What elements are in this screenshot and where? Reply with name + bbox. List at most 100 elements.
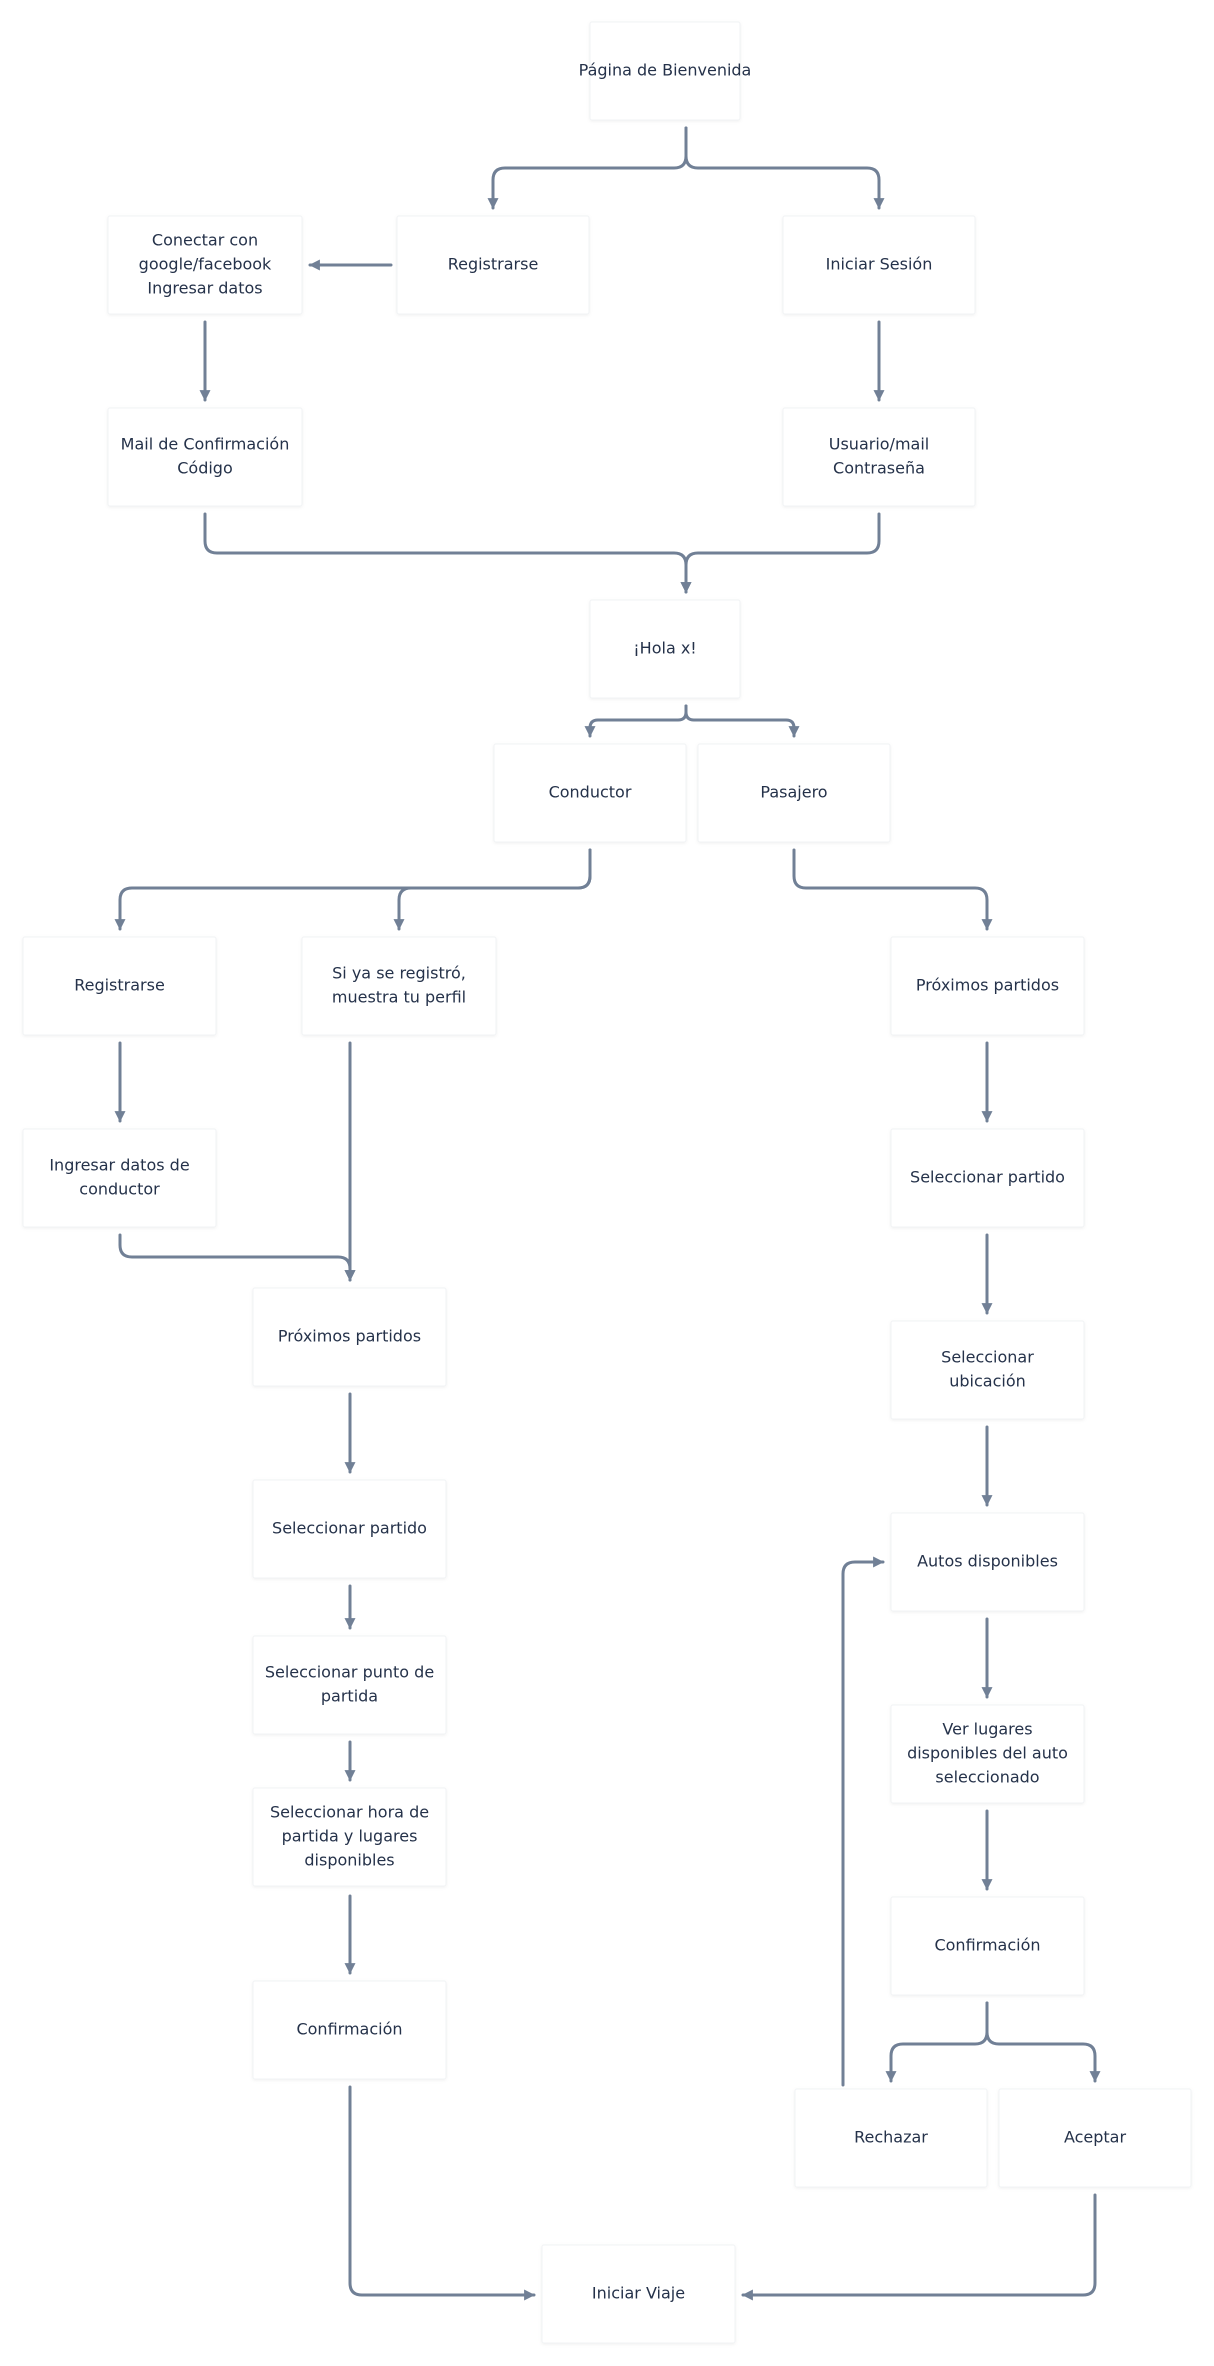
node-label: Ingresar datos: [147, 279, 262, 298]
node-label: Usuario/mail: [829, 435, 929, 454]
node-label: Seleccionar hora de: [270, 1803, 429, 1822]
node-punto-partida: Seleccionar punto de partida: [252, 1635, 447, 1735]
node-label: Código: [177, 459, 233, 478]
edge-ingresar-datos-conductor-to-proximos-conductor: [118, 1233, 356, 1282]
node-label: ubicación: [949, 1372, 1026, 1391]
edge-confirmacion-pasajero-to-rechazar: [885, 2001, 989, 2083]
node-rechazar: Rechazar: [794, 2088, 988, 2188]
node-label: Seleccionar: [941, 1348, 1034, 1367]
node-label: Próximos partidos: [916, 976, 1059, 995]
node-box: [589, 21, 741, 121]
node-label: Iniciar Viaje: [592, 2284, 685, 2303]
node-box: [301, 936, 497, 1036]
node-label: Seleccionar partido: [272, 1519, 427, 1538]
node-label: muestra tu perfil: [332, 988, 466, 1007]
node-label: Seleccionar partido: [910, 1168, 1065, 1187]
node-box: [890, 1512, 1085, 1612]
node-box: [782, 407, 976, 507]
edge-pasajero-to-proximos-pasajero: [792, 848, 993, 931]
node-label: Confirmación: [296, 2020, 402, 2039]
node-box: [252, 1980, 447, 2080]
node-box: [890, 936, 1085, 1036]
node-box: [890, 1320, 1085, 1420]
node-pasajero: Pasajero: [697, 743, 891, 843]
node-autos-disponibles: Autos disponibles: [890, 1512, 1085, 1612]
node-bienvenida: Página de Bienvenida: [579, 21, 752, 121]
node-box: [890, 1704, 1085, 1804]
node-seleccionar-partido-pasajero: Seleccionar partido: [890, 1128, 1085, 1228]
node-label: partida y lugares: [282, 1827, 418, 1846]
node-box: [396, 215, 590, 315]
node-seleccionar-ubicacion: Seleccionar ubicación: [890, 1320, 1085, 1420]
node-box: [107, 215, 303, 315]
edge-usuario-mail-to-hola: [680, 512, 881, 594]
node-ingresar-datos-conductor: Ingresar datos de conductor: [22, 1128, 217, 1228]
edge-confirmacion-conductor-to-iniciar-viaje: [348, 2085, 536, 2301]
node-iniciar-viaje: Iniciar Viaje: [541, 2244, 736, 2344]
node-proximos-pasajero: Próximos partidos: [890, 936, 1085, 1036]
node-label: disponibles: [304, 1851, 394, 1870]
edge-bienvenida-to-registrarse-top: [487, 126, 688, 210]
node-hola: ¡Hola x!: [589, 599, 741, 699]
node-label: google/facebook: [139, 255, 272, 274]
node-perfil: Si ya se registró, muestra tu perfil: [301, 936, 497, 1036]
node-seleccionar-partido-conductor: Seleccionar partido: [252, 1479, 447, 1579]
node-label: Autos disponibles: [917, 1552, 1058, 1571]
node-box: [794, 2088, 988, 2188]
node-label: Página de Bienvenida: [579, 61, 752, 80]
node-label: seleccionado: [935, 1768, 1039, 1787]
node-label: Registrarse: [74, 976, 165, 995]
node-box: [22, 936, 217, 1036]
node-label: Seleccionar punto de: [265, 1663, 434, 1682]
node-label: Contraseña: [833, 459, 925, 478]
edge-rechazar-to-autos-disponibles: [841, 1556, 885, 2087]
node-label: Aceptar: [1064, 2128, 1127, 2147]
node-label: Si ya se registró,: [332, 964, 466, 983]
node-label: disponibles del auto: [907, 1744, 1068, 1763]
node-box: [589, 599, 741, 699]
node-box: [541, 2244, 736, 2344]
node-label: Ingresar datos de: [49, 1156, 189, 1175]
node-confirmacion-pasajero: Confirmación: [890, 1896, 1085, 1996]
node-label: Rechazar: [854, 2128, 928, 2147]
node-label: Mail de Confirmación: [121, 435, 290, 454]
node-label: Pasajero: [760, 783, 827, 802]
node-label: Conectar con: [152, 231, 258, 250]
edges: [114, 126, 1101, 2301]
node-label: Próximos partidos: [278, 1327, 421, 1346]
node-iniciar-sesion: Iniciar Sesión: [782, 215, 976, 315]
node-label: partida: [321, 1687, 378, 1706]
node-box: [22, 1128, 217, 1228]
node-box: [998, 2088, 1192, 2188]
node-aceptar: Aceptar: [998, 2088, 1192, 2188]
edge-hola-to-pasajero: [684, 704, 800, 738]
node-label: ¡Hola x!: [633, 639, 696, 658]
edge-mail-confirmacion-to-hola: [203, 512, 692, 594]
edge-confirmacion-pasajero-to-aceptar: [985, 2001, 1101, 2083]
node-conductor: Conductor: [493, 743, 687, 843]
node-registrarse-top: Registrarse: [396, 215, 590, 315]
node-box: [493, 743, 687, 843]
node-label: Registrarse: [448, 255, 539, 274]
node-label: conductor: [79, 1180, 160, 1199]
node-registrarse-conductor: Registrarse: [22, 936, 217, 1036]
edge-aceptar-to-iniciar-viaje: [741, 2193, 1097, 2301]
node-ver-lugares: Ver lugares disponibles del auto seleccion…: [890, 1704, 1085, 1804]
node-box: [252, 1479, 447, 1579]
node-label: Ver lugares: [942, 1720, 1032, 1739]
node-box: [890, 1128, 1085, 1228]
node-box: [252, 1787, 447, 1887]
node-box: [697, 743, 891, 843]
node-box: [782, 215, 976, 315]
node-label: Conductor: [549, 783, 632, 802]
node-confirmacion-conductor: Confirmación: [252, 1980, 447, 2080]
node-box: [252, 1635, 447, 1735]
node-label: Iniciar Sesión: [826, 255, 933, 274]
edge-bienvenida-to-iniciar-sesion: [684, 126, 885, 210]
edge-conductor-to-perfil: [393, 848, 592, 931]
node-label: Confirmación: [934, 1936, 1040, 1955]
